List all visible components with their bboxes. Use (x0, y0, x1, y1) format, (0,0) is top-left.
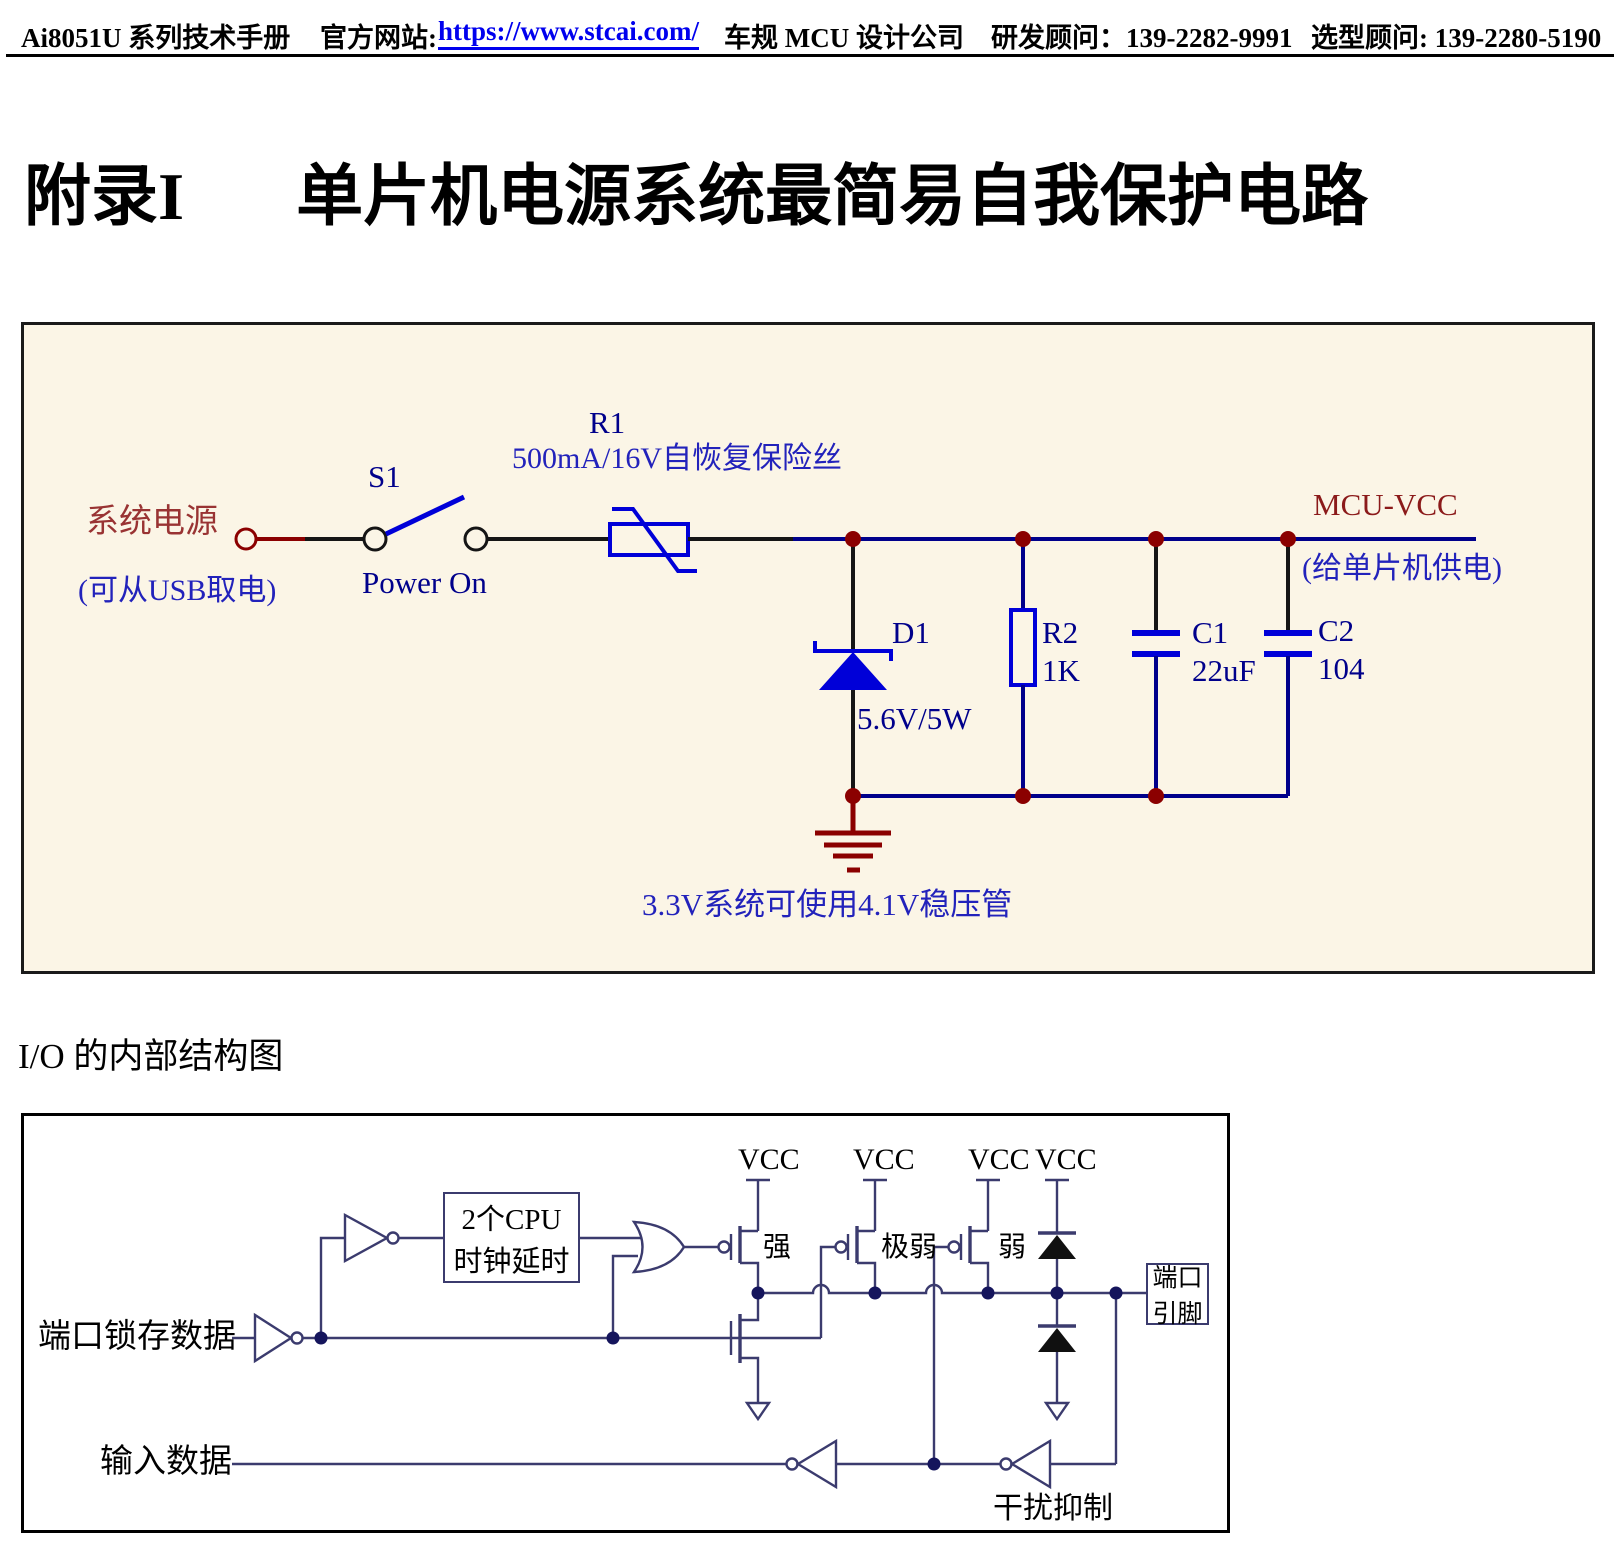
sel-contact: 选型顾问: 139-2280-5190 (1311, 23, 1602, 53)
c2-value: 104 (1318, 651, 1365, 686)
cpu-delay-line1: 2个CPU (461, 1203, 562, 1236)
port-pin-line2: 引脚 (1152, 1301, 1203, 1328)
switch-symbol (362, 494, 489, 552)
cpu-delay-box: 2个CPU 时钟延时 (443, 1192, 580, 1283)
pin-line (758, 1283, 1146, 1295)
pmos-strong-symbol (717, 1226, 760, 1293)
fuse-desc: 500mA/16V自恢复保险丝 (512, 442, 842, 475)
input-data-label: 输入数据 (100, 1444, 232, 1480)
pmos-very-weak-symbol (819, 1226, 877, 1338)
weak-label: 弱 (998, 1232, 1027, 1263)
latch-inverter (253, 1312, 321, 1364)
strong-label: 强 (763, 1232, 792, 1263)
vcc-label-2: VCC (853, 1143, 915, 1176)
r2-value: 1K (1042, 653, 1080, 688)
vcc-label-4: VCC (1035, 1143, 1097, 1176)
site-link[interactable]: https://www.stcai.com/ (438, 16, 699, 50)
switch-label: Power On (362, 565, 487, 600)
source-terminal (234, 527, 258, 551)
noise-suppress-label: 干扰抑制 (993, 1492, 1113, 1525)
clamp-diode-upper (1038, 1231, 1076, 1293)
fuse-ref: R1 (589, 405, 626, 440)
zener-diode-symbol (813, 539, 893, 796)
fuse-symbol (608, 507, 697, 573)
or-gate-symbol (631, 1220, 718, 1274)
source-label: 系统电源 (86, 504, 218, 540)
junction-dots (845, 531, 1296, 804)
latch-data-label: 端口锁存数据 (38, 1319, 236, 1355)
latch-up-branch (319, 1236, 345, 1338)
diode-value: 5.6V/5W (857, 701, 972, 736)
switch-ref: S1 (368, 459, 401, 494)
r2-ref: R2 (1042, 615, 1079, 650)
appendix-number: 附录I (24, 160, 185, 234)
c2-ref: C2 (1318, 613, 1355, 648)
resistor-symbol (1009, 539, 1037, 796)
nmos-symbol (729, 1293, 772, 1422)
power-circuit-figure: 系统电源 (可从USB取电) S1 Power On R1 500mA/16V自… (21, 322, 1595, 974)
vcc-bars (746, 1178, 1069, 1233)
vcc-label-3: VCC (968, 1143, 1030, 1176)
io-structure-figure: VCC VCC VCC VCC 强 极弱 弱 2个CPU 时钟延时 端口 引脚 … (21, 1113, 1230, 1533)
c1-ref: C1 (1192, 615, 1229, 650)
capacitor-c1-symbol (1132, 539, 1180, 796)
diode-ref: D1 (892, 615, 930, 650)
io-junction-dots (314, 1286, 1123, 1471)
input-inverter (785, 1438, 838, 1490)
clamp-diode-lower (1038, 1293, 1076, 1422)
rd-contact: 研发顾问：139-2282-9991 (991, 23, 1293, 53)
pmos-weak-symbol (932, 1226, 990, 1464)
appendix-title: 单片机电源系统最简易自我保护电路 (296, 160, 1369, 234)
port-pin-box: 端口 引脚 (1146, 1263, 1209, 1328)
noise-suppress-inverter (999, 1438, 1052, 1490)
company-label: 车规 MCU 设计公司 (724, 23, 964, 53)
io-structure-schematic (232, 1178, 1146, 1490)
c1-value: 22uF (1192, 653, 1256, 688)
power-circuit-schematic (234, 494, 1476, 873)
delay-path-inverter (343, 1212, 443, 1264)
page-title: 附录I 单片机电源系统最简易自我保护电路 (24, 142, 1368, 239)
source-note: (可从USB取电) (78, 574, 277, 607)
ground-symbol (815, 796, 891, 873)
site-label: 官方网站: (320, 23, 437, 53)
port-pin-line1: 端口 (1152, 1265, 1203, 1292)
very-weak-label: 极弱 (881, 1232, 938, 1263)
io-section-heading: I/O 的内部结构图 (18, 1037, 284, 1076)
cpu-delay-line2: 时钟延时 (453, 1245, 570, 1278)
vcc-label-1: VCC (738, 1143, 800, 1176)
header-divider (6, 54, 1614, 57)
latch-to-gate-branch (611, 1254, 638, 1338)
doc-brand: Ai8051U 系列技术手册 (21, 23, 291, 53)
output-label: MCU-VCC (1313, 487, 1458, 522)
output-note: (给单片机供电) (1302, 552, 1502, 585)
zener-note: 3.3V系统可使用4.1V稳压管 (642, 887, 1013, 922)
capacitor-c2-symbol (1264, 539, 1312, 796)
